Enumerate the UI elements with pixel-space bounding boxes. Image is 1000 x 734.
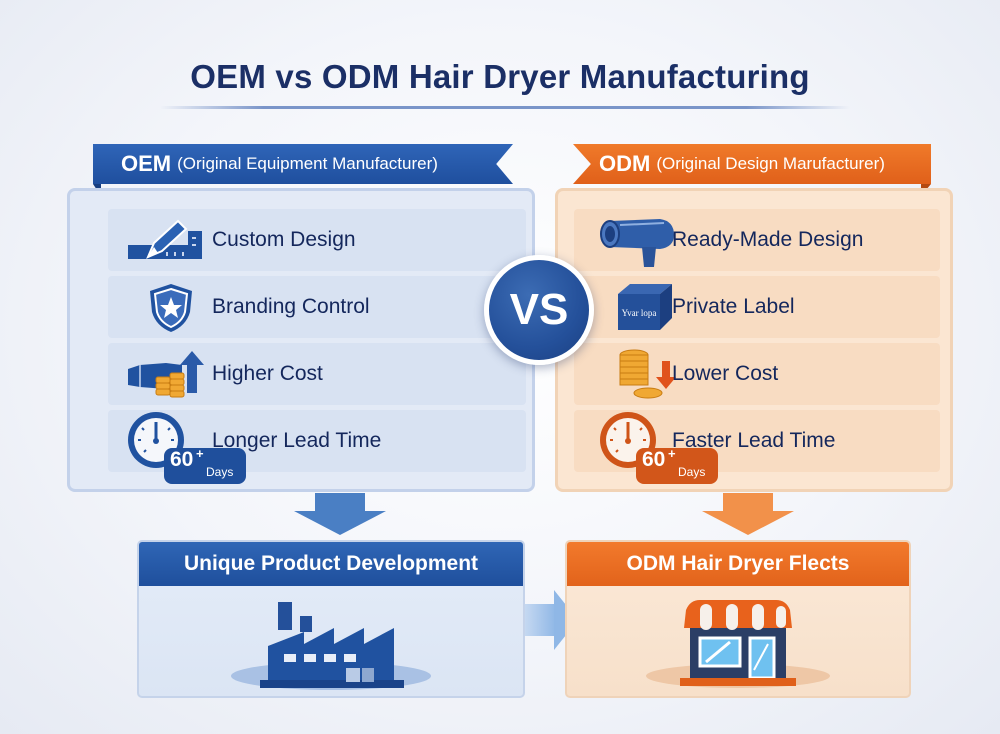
oem-outcome-title: Unique Product Development bbox=[139, 542, 523, 586]
oem-ribbon-abbr: OEM bbox=[121, 151, 172, 176]
oem-item-branding-control: Branding Control bbox=[108, 276, 526, 338]
odm-ribbon-full: (Original Design Marufacturer) bbox=[656, 154, 885, 173]
lead-time-badge: 60 + Days bbox=[636, 446, 718, 484]
oem-item-higher-cost: Higher Cost bbox=[108, 343, 526, 405]
oem-outcome-box: Unique Product Development bbox=[137, 540, 525, 698]
odm-outcome-box: ODM Hair Dryer Flects bbox=[565, 540, 911, 698]
oem-ribbon-full: (Original Equipment Manufacturer) bbox=[177, 154, 438, 173]
odm-ribbon: ODM (Original Design Marufacturer) bbox=[573, 144, 931, 184]
badge-plus: + bbox=[196, 446, 204, 461]
odm-item-private-label: Yvar lopa Private Label bbox=[574, 276, 940, 338]
item-label: Ready-Made Design bbox=[672, 228, 864, 251]
badge-unit: Days bbox=[678, 465, 706, 479]
storefront-icon bbox=[638, 598, 838, 695]
oem-ribbon: OEM (Original Equipment Manufacturer) bbox=[93, 144, 513, 184]
odm-outcome-title: ODM Hair Dryer Flects bbox=[567, 542, 909, 586]
odm-item-lower-cost: Lower Cost bbox=[574, 343, 940, 405]
odm-down-arrow-icon bbox=[702, 493, 794, 537]
badge-unit: Days bbox=[206, 465, 234, 479]
oem-panel: Custom Design Branding Control Higher bbox=[67, 188, 535, 492]
vs-badge: VS bbox=[484, 255, 594, 365]
item-label: Branding Control bbox=[212, 295, 370, 318]
pencil-ruler-icon bbox=[126, 217, 206, 268]
hair-dryer-coins-up-arrow-icon bbox=[126, 349, 206, 404]
oem-item-custom-design: Custom Design bbox=[108, 209, 526, 271]
coins-down-arrow-icon bbox=[618, 347, 678, 408]
item-label: Private Label bbox=[672, 295, 795, 318]
item-label: Longer Lead Time bbox=[212, 429, 382, 452]
box-logo-text: Yvar lopa bbox=[622, 308, 657, 318]
clock-icon: 60 + Days bbox=[598, 410, 718, 484]
clock-icon: 60 + Days bbox=[126, 410, 246, 484]
page-title: OEM vs ODM Hair Dryer Manufacturing bbox=[190, 58, 810, 95]
item-label: Lower Cost bbox=[672, 362, 779, 385]
lead-time-badge: 60 + Days bbox=[164, 446, 246, 484]
odm-item-faster-lead-time: 60 + Days Faster Lead Time bbox=[574, 410, 940, 484]
odm-panel: Ready-Made Design Yvar lopa Private Labe… bbox=[555, 188, 953, 492]
odm-ribbon-abbr: ODM bbox=[599, 151, 651, 176]
item-label: Faster Lead Time bbox=[672, 429, 836, 452]
oem-item-longer-lead-time: 60 + Days Longer Lead Time bbox=[108, 410, 526, 484]
badge-plus: + bbox=[668, 446, 676, 461]
factory-icon bbox=[226, 598, 436, 696]
odm-item-ready-made-design: Ready-Made Design bbox=[574, 209, 940, 271]
oem-down-arrow-icon bbox=[294, 493, 386, 537]
box-logo-icon: Yvar lopa bbox=[614, 280, 674, 339]
badge-number: 60 bbox=[642, 448, 666, 471]
badge-number: 60 bbox=[170, 448, 194, 471]
title-underline bbox=[160, 106, 850, 109]
item-label: Higher Cost bbox=[212, 362, 323, 385]
item-label: Custom Design bbox=[212, 228, 356, 251]
hair-dryer-icon bbox=[598, 213, 678, 274]
shield-star-icon bbox=[148, 282, 194, 339]
